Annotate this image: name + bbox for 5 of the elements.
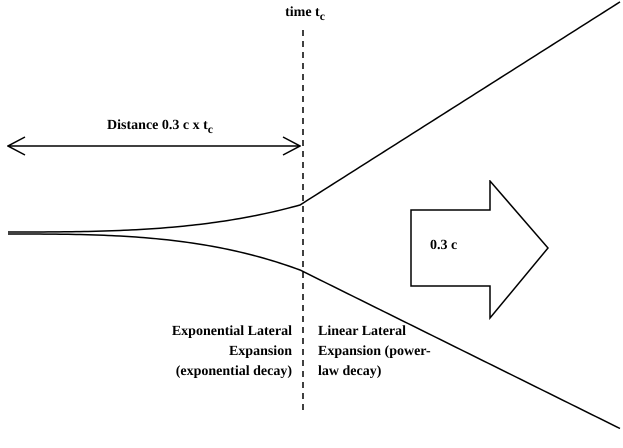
- time-label: time t$_{c}$: [284, 4, 326, 25]
- speed-label: 0.3 c: [430, 238, 458, 254]
- phase-description: Linear Lateral Expansion (power-law decay): [318, 323, 432, 381]
- phase-description: Exponential Lateral Expansion (exponential decay): [170, 323, 292, 381]
- distance-label: Distance 0.3 c x t$_{c}$: [106, 117, 214, 138]
